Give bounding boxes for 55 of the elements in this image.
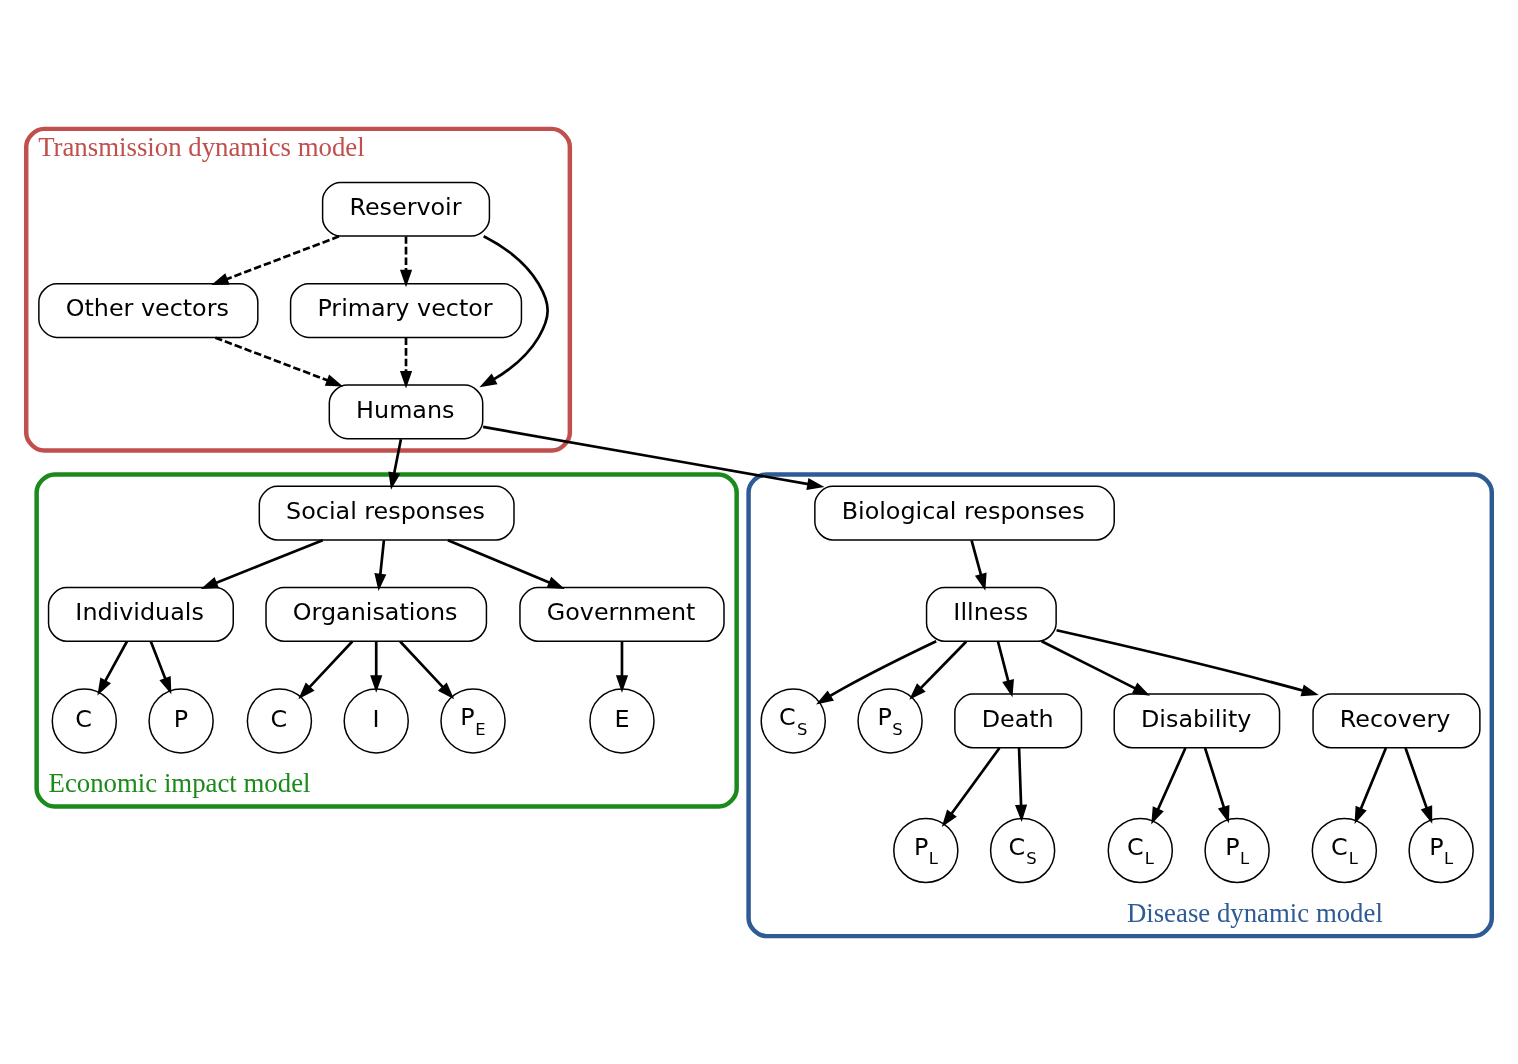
arrow xyxy=(399,236,413,287)
arrow xyxy=(1151,746,1187,824)
node-circle: C xyxy=(246,687,313,754)
arrow xyxy=(370,641,383,693)
arrow xyxy=(97,640,129,695)
node-box: Illness xyxy=(925,586,1057,642)
arrow xyxy=(374,539,387,591)
node-box: Reservoir xyxy=(321,181,491,237)
arrow xyxy=(388,438,403,490)
arrow xyxy=(298,640,354,699)
arrow xyxy=(1354,747,1388,824)
node-box: Humans xyxy=(328,383,484,439)
arrow xyxy=(970,539,987,591)
node-circle: P$_{L}$ xyxy=(1408,817,1474,883)
node-circle: I xyxy=(343,687,409,754)
arrow xyxy=(1015,747,1028,822)
arrow xyxy=(1056,628,1319,696)
arrow xyxy=(816,639,937,705)
arrow xyxy=(1041,639,1151,696)
node-box: Organisations xyxy=(265,586,488,642)
arrow xyxy=(399,337,413,388)
node-circle: P$_{L}$ xyxy=(1204,817,1270,883)
arrow xyxy=(200,538,324,589)
arrow xyxy=(211,234,340,285)
arrow xyxy=(615,641,629,693)
arrow xyxy=(996,640,1014,697)
node-box: Individuals xyxy=(47,586,234,642)
arrow xyxy=(399,640,455,699)
node-box: Other vectors xyxy=(38,282,259,338)
arrow xyxy=(1203,747,1230,823)
node-circle: C$_{L}$ xyxy=(1311,817,1378,883)
arrow xyxy=(479,234,549,387)
node-circle: P$_{S}$ xyxy=(857,687,923,754)
arrow xyxy=(214,335,344,386)
arrow xyxy=(447,538,565,589)
node-circle: C$_{S}$ xyxy=(989,817,1056,883)
node-box: Biological responses xyxy=(814,485,1115,541)
node-circle: C$_{S}$ xyxy=(760,687,827,754)
node-circle: C$_{L}$ xyxy=(1107,817,1174,883)
node-circle: P$_{L}$ xyxy=(893,817,959,883)
arrow xyxy=(941,746,1001,827)
arrow xyxy=(149,640,172,694)
node-box: Social responses xyxy=(258,485,515,541)
arrow xyxy=(909,640,968,700)
arrow xyxy=(1404,747,1433,824)
node-circle: P$_{E}$ xyxy=(440,687,506,754)
node-box: Government xyxy=(519,586,725,642)
node-box: Primary vector xyxy=(289,282,523,338)
node-circle: E xyxy=(589,687,655,754)
node-box: Disability xyxy=(1113,692,1281,748)
node-box: Death xyxy=(954,692,1083,748)
node-circle: P xyxy=(148,687,214,754)
arrow xyxy=(482,425,825,490)
node-box: Recovery xyxy=(1312,692,1481,748)
node-circle: C xyxy=(51,687,118,754)
